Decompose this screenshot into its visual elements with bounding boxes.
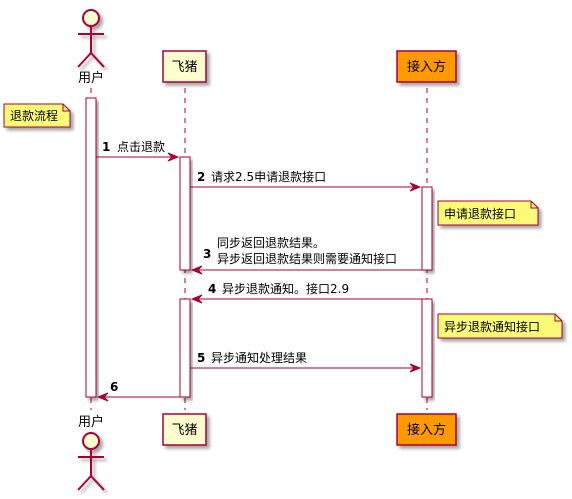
message-1: 1 点击退款 [96,140,180,162]
actor-head [82,9,100,27]
activation-jieru-1 [421,186,433,271]
activation-jieru-2 [421,298,433,398]
participant-jieru-bottom-box [396,413,457,446]
actor-head [82,432,100,450]
message-2: 2 请求2.5申请退款接口 [190,169,422,192]
message-4-number: 4 [208,282,216,296]
participant-feizhu-top-box [162,50,207,83]
note-async-api [437,313,563,339]
participant-feizhu-bottom-label: 飞猪 [171,423,197,438]
message-1-number: 1 [102,140,110,154]
message-5: 5 异步通知处理结果 [190,351,422,373]
message-5-number: 5 [197,351,205,365]
activation-bars [85,97,433,398]
participant-feizhu-bottom-box [162,413,207,446]
activation-feizhu-2 [179,298,191,398]
activation-feizhu-1 [179,156,191,271]
message-4-label: 异步退款通知。接口2.9 [222,281,349,296]
arrowhead-6 [96,392,109,402]
actor-user-top [77,9,105,68]
note-apply-api [437,200,539,226]
message-3-line-2: 异步返回退款结果则需要通知接口 [217,251,397,266]
note-apply-api-text: 申请退款接口 [444,206,516,221]
message-6: 6 [96,380,180,402]
arrowhead-2 [409,182,422,192]
participant-feizhu-top-label: 飞猪 [171,60,197,75]
message-1-label: 点击退款 [117,140,165,154]
arrowhead-5 [409,363,422,373]
note-async-api-text: 异步退款通知接口 [444,319,540,334]
message-6-number: 6 [110,380,118,394]
activation-user [85,97,97,398]
arrowhead-1 [167,152,180,162]
message-3: 3 同步返回退款结果。 异步返回退款结果则需要通知接口 [190,236,422,275]
actor-user-bottom-label: 用户 [78,414,104,430]
note-refund-flow-text: 退款流程 [10,108,58,123]
note-refund-flow [3,103,71,128]
message-3-number: 3 [203,247,211,261]
message-2-label: 请求2.5申请退款接口 [211,169,326,184]
participant-jieru-bottom-label: 接入方 [407,422,446,438]
message-5-label: 异步通知处理结果 [211,351,307,365]
message-3-line-1: 同步返回退款结果。 [217,236,325,250]
participant-jieru-top-label: 接入方 [407,59,446,75]
actor-user-top-label: 用户 [78,70,104,86]
arrowhead-4 [190,294,203,304]
participant-jieru-top-box [396,50,457,83]
message-4: 4 异步退款通知。接口2.9 [190,281,422,304]
arrowhead-3 [190,265,203,275]
actor-user-bottom [77,432,105,491]
message-2-number: 2 [197,170,205,184]
